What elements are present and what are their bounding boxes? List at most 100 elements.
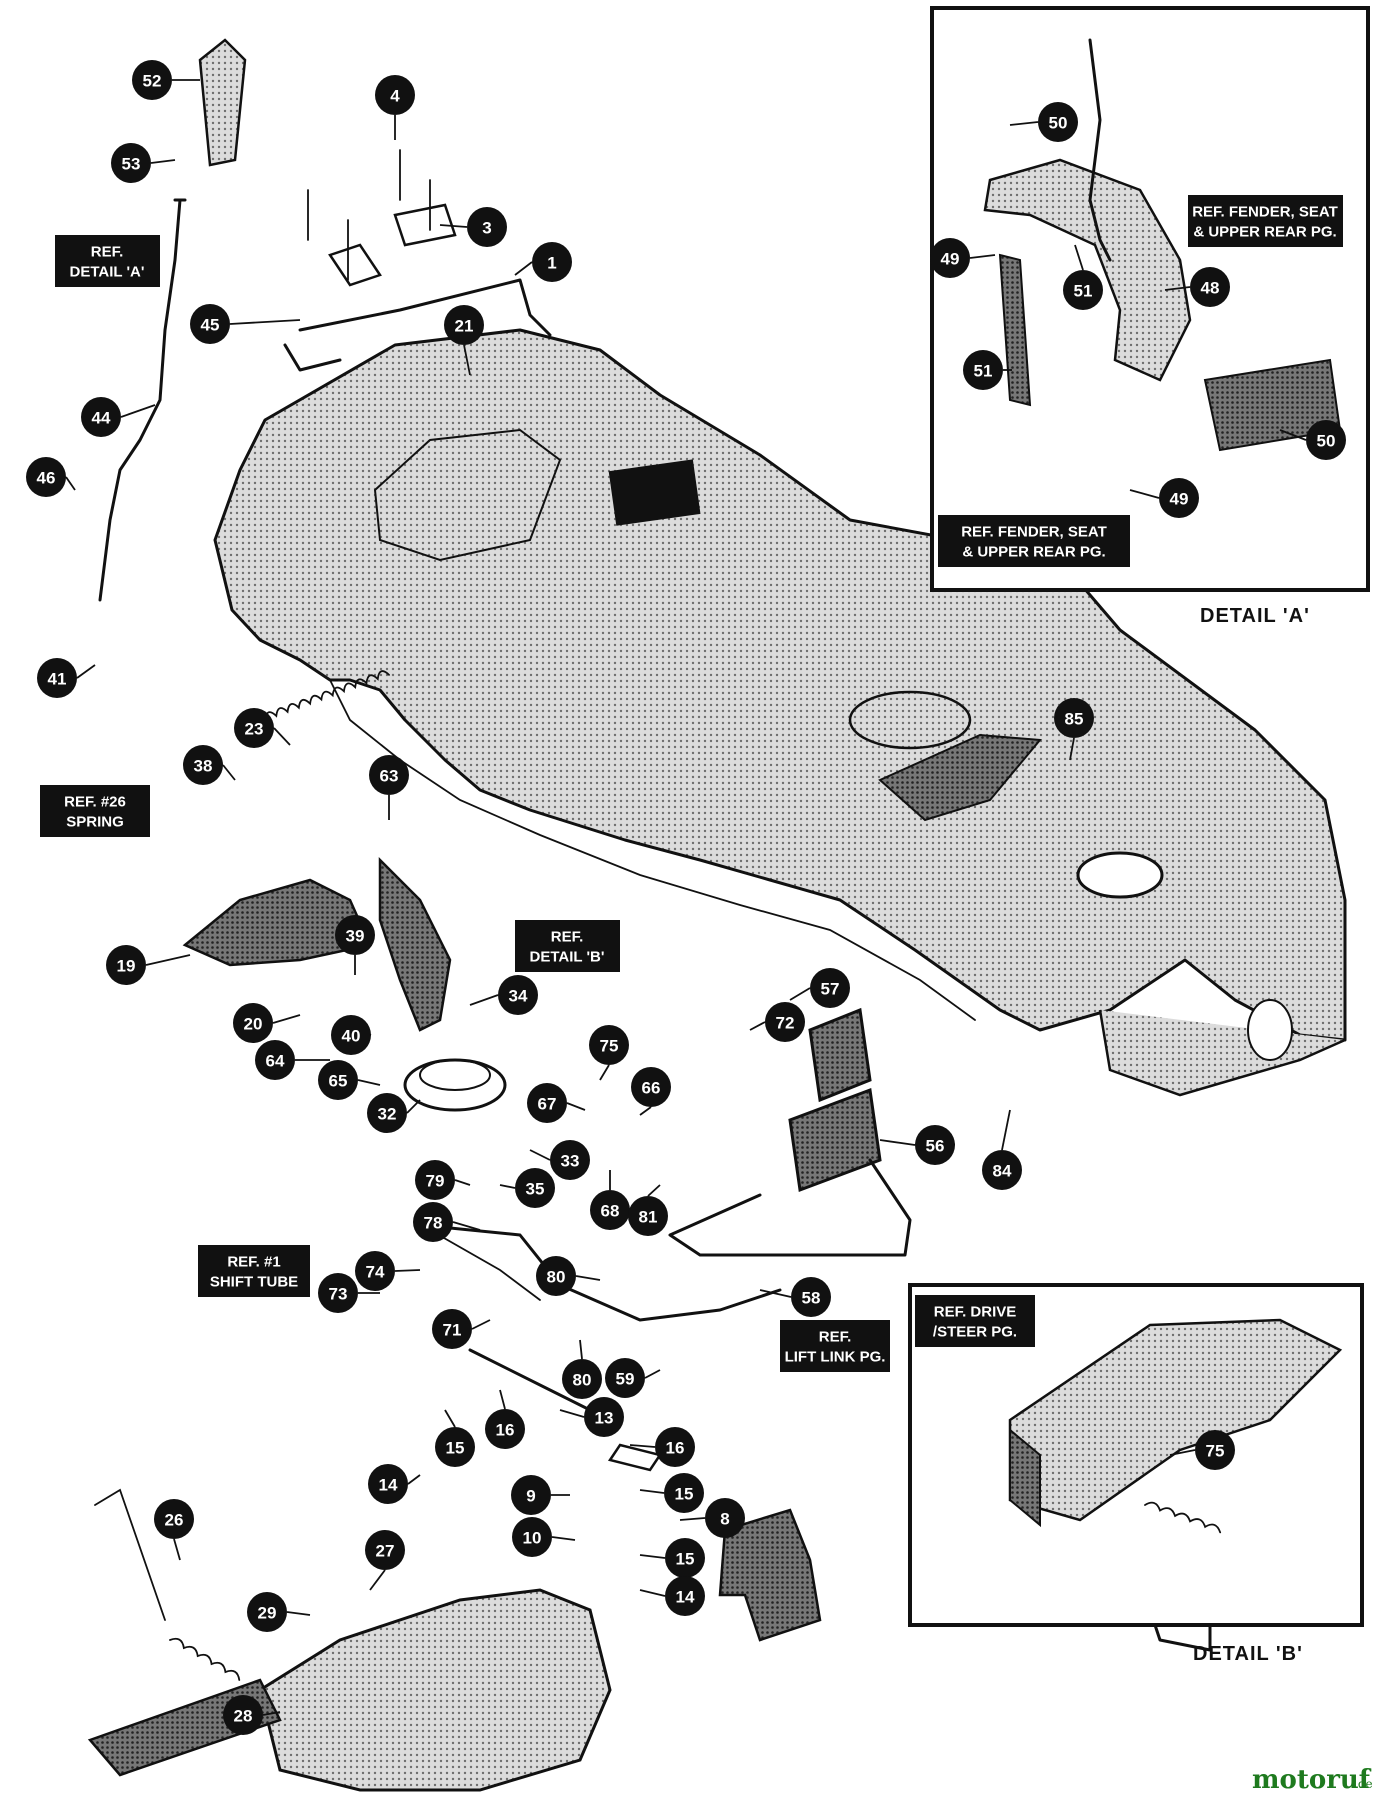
callout-number: 48 [1201, 279, 1220, 298]
callout-circle [1306, 420, 1346, 460]
callout-number: 50 [1049, 114, 1068, 133]
callout-67: 67 [527, 1083, 567, 1123]
callout-number: 32 [378, 1105, 397, 1124]
callout-79: 79 [415, 1160, 455, 1200]
callout-circle [318, 1060, 358, 1100]
callout-52: 52 [132, 60, 172, 100]
callout-circle [444, 305, 484, 345]
callout-number: 38 [194, 757, 213, 776]
callout-number: 75 [600, 1037, 619, 1056]
callout-number: 28 [234, 1707, 253, 1726]
ref-box-fender-top: REF. FENDER, SEAT & UPPER REAR PG. [1188, 195, 1343, 247]
leader-line [469, 994, 499, 1006]
callout-number: 81 [639, 1208, 658, 1227]
callout-circle [1190, 267, 1230, 307]
callout-circle [190, 304, 230, 344]
watermark: motoruf .de [1252, 1765, 1373, 1795]
callout-circle [247, 1592, 287, 1632]
callout-number: 13 [595, 1409, 614, 1428]
callout-number: 21 [455, 317, 474, 336]
leader-line [559, 1409, 585, 1418]
svg-text:REF. #26: REF. #26 [64, 794, 126, 811]
callout-number: 59 [616, 1370, 635, 1389]
callout-circle [584, 1397, 624, 1437]
callout-49: 49 [1159, 478, 1199, 518]
leader-line [454, 1179, 471, 1186]
callout-circle [511, 1475, 551, 1515]
leader-line [369, 1569, 386, 1591]
callout-number: 39 [346, 927, 365, 946]
svg-text:REF. FENDER, SEAT: REF. FENDER, SEAT [961, 524, 1107, 541]
callout-68: 68 [590, 1190, 630, 1230]
callout-53: 53 [111, 143, 151, 183]
leader-line [679, 1517, 706, 1521]
callout-80: 80 [536, 1256, 576, 1296]
leader-line [1169, 1449, 1196, 1456]
callout-59: 59 [605, 1358, 645, 1398]
callout-14: 14 [368, 1464, 408, 1504]
callout-23: 23 [234, 708, 274, 748]
callout-number: 68 [601, 1202, 620, 1221]
callout-circle [132, 60, 172, 100]
callout-38: 38 [183, 745, 223, 785]
callout-41: 41 [37, 658, 77, 698]
callout-circle [1038, 102, 1078, 142]
callout-circle [335, 915, 375, 955]
leader-line [499, 1389, 506, 1410]
leader-line [1164, 286, 1191, 291]
leader-line [150, 159, 176, 164]
callout-29: 29 [247, 1592, 287, 1632]
detail-b-caption: DETAIL 'B' [1193, 1643, 1303, 1665]
svg-text:SHIFT TUBE: SHIFT TUBE [210, 1274, 298, 1291]
mounting-bolts [307, 149, 457, 287]
callout-15: 15 [435, 1427, 475, 1467]
chassis-frame [213, 328, 1347, 1097]
spring-23 [264, 670, 390, 721]
callout-circle [367, 1093, 407, 1133]
callout-65: 65 [318, 1060, 358, 1100]
callout-number: 51 [974, 362, 993, 381]
leader-line [444, 1409, 456, 1428]
callout-19: 19 [106, 945, 146, 985]
callout-circle [467, 207, 507, 247]
callout-78: 78 [413, 1202, 453, 1242]
svg-text:/STEER PG.: /STEER PG. [933, 1324, 1017, 1341]
callout-10: 10 [512, 1517, 552, 1557]
leader-line [229, 319, 301, 325]
callout-circle [318, 1273, 358, 1313]
callout-circle [550, 1140, 590, 1180]
leader-line [1009, 121, 1039, 126]
leader-line [407, 1474, 421, 1485]
callout-circle [1195, 1430, 1235, 1470]
callout-39: 39 [335, 915, 375, 955]
callout-circle [915, 1125, 955, 1165]
shift-lever-44 [98, 38, 247, 602]
ref-box-spring-26: REF. #26 SPRING [40, 785, 150, 837]
callout-circle [705, 1498, 745, 1538]
leader-line [789, 987, 811, 1001]
callout-number: 14 [379, 1476, 398, 1495]
callout-circle [26, 457, 66, 497]
callout-circle [589, 1025, 629, 1065]
callout-circle [512, 1517, 552, 1557]
callout-circle [562, 1359, 602, 1399]
pulley-32 [403, 1058, 507, 1112]
callout-circle [527, 1083, 567, 1123]
ref-box-detail-b: REF. DETAIL 'B' [515, 920, 620, 972]
callout-number: 80 [547, 1268, 566, 1287]
callout-number: 75 [1206, 1442, 1225, 1461]
callout-33: 33 [550, 1140, 590, 1180]
ref-box-fender-bottom: REF. FENDER, SEAT & UPPER REAR PG. [938, 515, 1130, 567]
callout-number: 57 [821, 980, 840, 999]
callout-number: 9 [526, 1487, 535, 1506]
leader-line [639, 1489, 665, 1494]
callout-34: 34 [498, 975, 538, 1015]
leader-line [575, 1275, 601, 1281]
callout-number: 16 [496, 1421, 515, 1440]
callout-circle [81, 397, 121, 437]
callout-circle [1159, 478, 1199, 518]
leader-line [1129, 489, 1160, 499]
callout-46: 46 [26, 457, 66, 497]
callout-number: 80 [573, 1371, 592, 1390]
